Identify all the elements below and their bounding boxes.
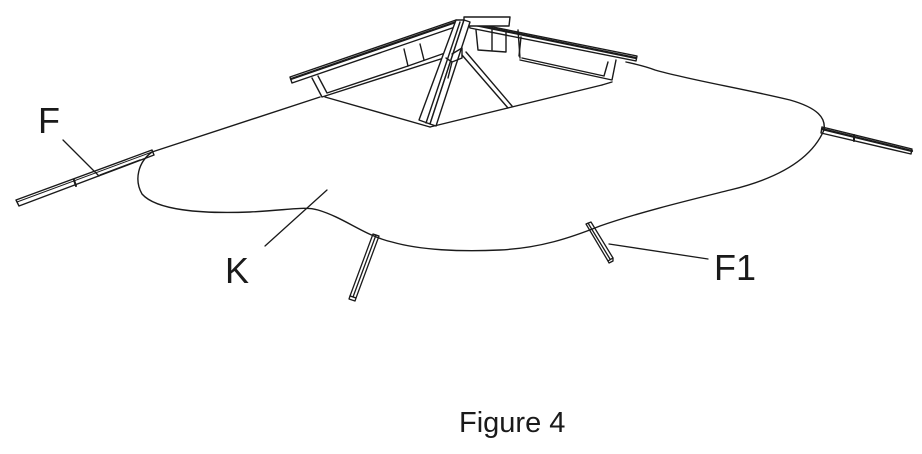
label-k: K bbox=[225, 250, 250, 291]
leg-left bbox=[348, 233, 380, 302]
leg-right bbox=[585, 221, 614, 264]
roof-opening bbox=[324, 81, 613, 128]
leader-f bbox=[62, 139, 100, 177]
roof-rail-right bbox=[463, 16, 638, 81]
cover-outline bbox=[137, 61, 825, 252]
leader-k bbox=[264, 189, 328, 247]
leader-lines bbox=[62, 139, 709, 260]
cover-top-edge bbox=[151, 96, 321, 153]
figure-caption: Figure 4 bbox=[459, 407, 566, 439]
label-f: F bbox=[38, 100, 60, 141]
frame-bar-left bbox=[15, 149, 155, 207]
frame-bar-right bbox=[820, 126, 914, 155]
label-f1: F1 bbox=[714, 247, 757, 288]
leader-f1 bbox=[608, 243, 709, 260]
center-post bbox=[418, 19, 513, 127]
